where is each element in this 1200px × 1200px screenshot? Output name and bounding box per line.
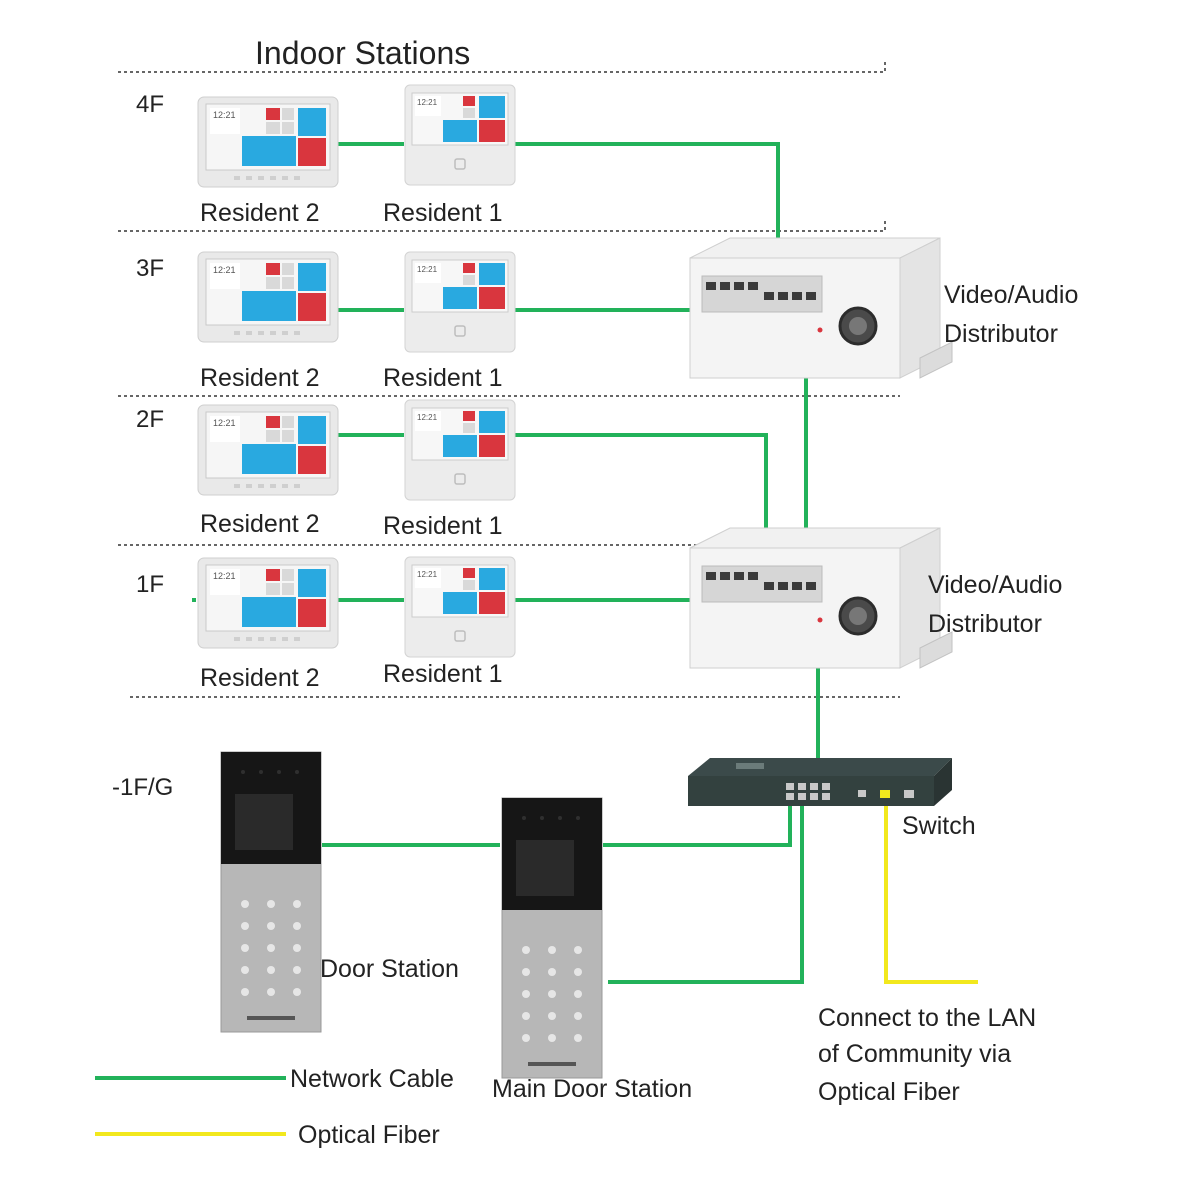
resident-2-label: Resident 2	[200, 199, 320, 227]
indoor-monitor-icon	[404, 556, 516, 658]
resident-1-label: Resident 1	[383, 512, 503, 540]
indoor-monitor-icon	[197, 404, 339, 496]
distributor-label-line2: Distributor	[944, 320, 1058, 348]
floor-label-basement: -1F/G	[112, 774, 173, 801]
legend-network-label: Network Cable	[290, 1065, 454, 1093]
distributor-label-line2: Distributor	[928, 610, 1042, 638]
floor-label-1f: 1F	[136, 571, 164, 598]
indoor-monitor-icon	[197, 96, 339, 188]
indoor-monitor-icon	[404, 84, 516, 186]
lan-note-line3: Optical Fiber	[818, 1078, 960, 1106]
distributor-label-line1: Video/Audio	[944, 281, 1078, 309]
diagram-title: Indoor Stations	[255, 35, 470, 71]
door-station-icon	[501, 797, 603, 1079]
indoor-monitor-icon	[404, 251, 516, 353]
floor-separators	[118, 62, 900, 698]
resident-2-label: Resident 2	[200, 510, 320, 538]
indoor-monitor-icon	[404, 399, 516, 501]
legend: Network Cable Optical Fiber	[95, 1065, 454, 1149]
main-door-station-label: Main Door Station	[492, 1075, 692, 1103]
switch-icon	[688, 758, 952, 806]
resident-2-label: Resident 2	[200, 664, 320, 692]
resident-1-label: Resident 1	[383, 364, 503, 392]
resident-1-label: Resident 1	[383, 199, 503, 227]
distributor-label-line1: Video/Audio	[928, 571, 1062, 599]
door-station-icon	[220, 751, 322, 1033]
distributor-icon	[688, 526, 954, 670]
floor-label-4f: 4F	[136, 91, 164, 118]
floor-label-3f: 3F	[136, 255, 164, 282]
resident-1-label: Resident 1	[383, 660, 503, 688]
switch-label: Switch	[902, 812, 976, 840]
lan-note-line1: Connect to the LAN	[818, 1004, 1036, 1032]
floor-label-2f: 2F	[136, 406, 164, 433]
optical-fiber-link	[884, 796, 978, 984]
distributor-icon	[688, 236, 954, 380]
door-station-label: Door Station	[320, 955, 459, 983]
legend-fiber-label: Optical Fiber	[298, 1121, 440, 1149]
indoor-monitor-icon	[197, 251, 339, 343]
indoor-monitor-icon	[197, 557, 339, 649]
resident-2-label: Resident 2	[200, 364, 320, 392]
lan-note-line2: of Community via	[818, 1040, 1011, 1068]
